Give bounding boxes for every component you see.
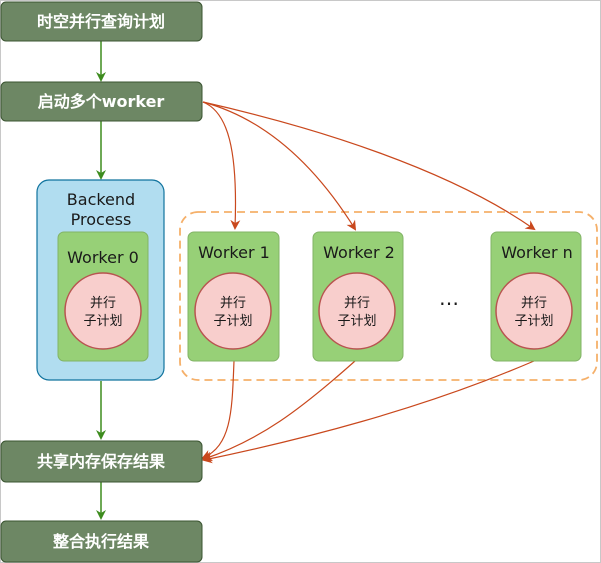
more-workers-ellipsis: … — [439, 286, 459, 310]
worker-1-label: Worker 1 — [198, 243, 270, 262]
worker-0-subplan-line2: 子计划 — [83, 314, 122, 329]
arrow-launch-to-worker-1 — [202, 101, 241, 230]
stage-merge-results-label: 整合执行结果 — [52, 532, 149, 551]
worker-2-subplan-line2: 子计划 — [337, 314, 376, 329]
worker-2-subplan-line1: 并行 — [344, 296, 370, 311]
worker-0-subplan — [64, 272, 142, 350]
arrow-launch-to-worker-2 — [202, 101, 357, 231]
backend-process-label-line1: Backend — [67, 190, 135, 209]
stage-launch-workers — [0, 81, 203, 122]
worker-1-subplan-line2: 子计划 — [213, 314, 252, 329]
stage-launch-workers-label: 启动多个worker — [38, 92, 165, 111]
stage-parallel-plan-label: 时空并行查询计划 — [37, 12, 165, 31]
worker-1-subplan-line1: 并行 — [220, 296, 246, 311]
stage-parallel-plan — [0, 1, 203, 42]
stage-shared-memory — [0, 440, 203, 483]
worker-0-label: Worker 0 — [67, 248, 139, 267]
worker-n-subplan-line2: 子计划 — [514, 314, 553, 329]
worker-n-subplan — [495, 272, 573, 350]
worker-n-subplan-line1: 并行 — [521, 296, 547, 311]
parallel-workers-group — [179, 211, 598, 381]
stage-shared-memory-label: 共享内存保存结果 — [37, 452, 165, 471]
arrow-worker-n-to-shared — [202, 360, 535, 464]
backend-process-label-line2: Process — [71, 210, 132, 229]
worker-1-subplan — [194, 272, 272, 350]
stage-merge-results — [0, 520, 203, 563]
arrow-launch-to-worker-n — [202, 101, 536, 231]
arrow-worker-2-to-shared — [202, 360, 356, 462]
worker-0-subplan-line1: 并行 — [90, 296, 116, 311]
worker-n-label: Worker n — [501, 243, 573, 262]
worker-2-label: Worker 2 — [323, 243, 395, 262]
worker-2-subplan — [318, 272, 396, 350]
